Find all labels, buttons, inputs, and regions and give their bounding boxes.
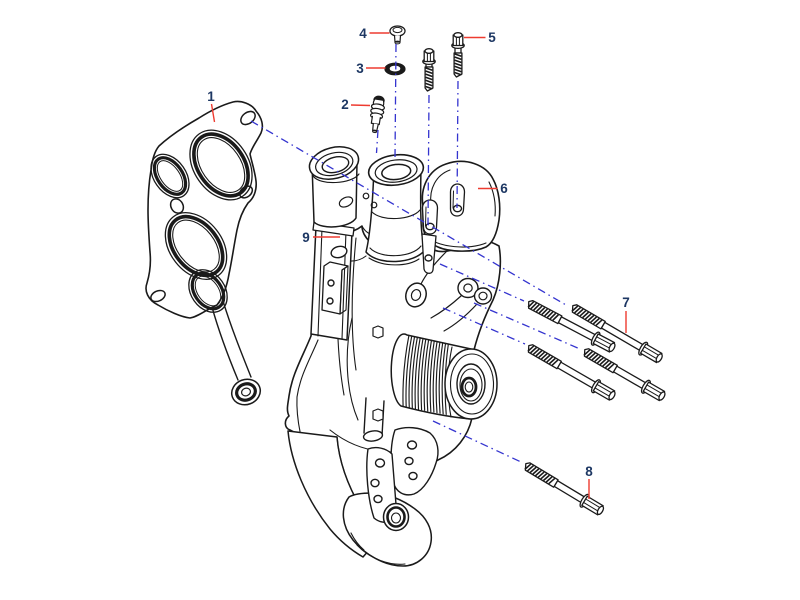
outlet-port bbox=[365, 153, 426, 263]
callout-3: 3 bbox=[356, 61, 386, 76]
callout-5: 5 bbox=[464, 30, 496, 45]
callout-label: 8 bbox=[585, 464, 593, 479]
callout-label: 4 bbox=[359, 26, 367, 41]
axis-line bbox=[442, 307, 526, 345]
side-bracket bbox=[310, 221, 355, 341]
plug-bolt-drawing bbox=[389, 25, 406, 45]
seal-washer-drawing bbox=[384, 62, 406, 76]
inlet-port bbox=[308, 146, 360, 228]
pulley-drawing bbox=[390, 333, 498, 420]
pulley-groove-line bbox=[429, 340, 435, 413]
callout-1: 1 bbox=[207, 89, 216, 123]
axis-line bbox=[427, 94, 430, 225]
callout-label: 9 bbox=[302, 230, 310, 245]
gasket-port-openings bbox=[150, 129, 253, 313]
pulley-groove-line bbox=[438, 342, 444, 414]
short-hex-bolt-drawing bbox=[422, 48, 436, 92]
axis-line bbox=[394, 43, 397, 159]
bolt-bosses bbox=[405, 251, 493, 332]
callout-label: 3 bbox=[356, 61, 364, 76]
pulley-grooves bbox=[402, 334, 449, 415]
axis-line bbox=[375, 129, 379, 154]
hex-bolt-drawing bbox=[583, 348, 666, 402]
leader-line bbox=[210, 103, 216, 123]
gasket-drawing bbox=[145, 100, 264, 406]
thermostat-housing-drawing bbox=[421, 160, 501, 274]
callout-label: 6 bbox=[500, 181, 508, 196]
pulley-groove-line bbox=[402, 334, 410, 407]
pivot-boss bbox=[382, 502, 410, 532]
bolts-layer bbox=[422, 32, 666, 516]
pulley-groove-line bbox=[408, 336, 416, 409]
gasket-bolt-holes bbox=[150, 110, 256, 303]
pulley-groove-line bbox=[423, 339, 430, 411]
outlet-tube bbox=[362, 397, 385, 442]
callouts-layer: 1 2 3 4 5 6 7 8 9 bbox=[207, 26, 630, 499]
callout-7: 7 bbox=[622, 295, 630, 333]
callout-label: 1 bbox=[207, 89, 215, 104]
pulley-groove-line bbox=[432, 341, 438, 413]
bleeder-screw-drawing bbox=[369, 95, 385, 134]
pulley-groove-line bbox=[420, 338, 427, 411]
pulley-groove-line bbox=[435, 341, 441, 414]
callout-2: 2 bbox=[341, 97, 371, 112]
hex-bolt-drawing bbox=[527, 299, 616, 353]
axis-line bbox=[456, 80, 459, 209]
axis-line bbox=[439, 263, 525, 302]
axis-lines-layer bbox=[250, 43, 581, 463]
pulley-groove-line bbox=[414, 337, 421, 410]
small-parts bbox=[369, 25, 406, 134]
leader-line bbox=[350, 104, 371, 107]
callout-6: 6 bbox=[478, 181, 508, 196]
pulley-groove-line bbox=[411, 336, 418, 409]
pulley-groove-line bbox=[417, 337, 424, 410]
pulley-groove-line bbox=[441, 342, 447, 415]
gasket-tail bbox=[211, 300, 262, 406]
hex-bolt-drawing bbox=[571, 304, 663, 364]
pulley-groove-line bbox=[426, 339, 433, 412]
axis-line bbox=[473, 302, 581, 350]
callout-label: 5 bbox=[488, 30, 496, 45]
hex-bolt-drawing bbox=[524, 462, 605, 516]
callout-label: 2 bbox=[341, 97, 349, 112]
callout-label: 7 bbox=[622, 295, 630, 310]
pulley-groove-line bbox=[405, 335, 413, 408]
mounting-plates bbox=[366, 426, 439, 524]
body-hex-bolts bbox=[338, 192, 384, 422]
short-hex-bolt-drawing bbox=[451, 32, 465, 78]
water-pump-housing-drawing bbox=[284, 146, 502, 567]
axis-line bbox=[250, 120, 567, 306]
callout-8: 8 bbox=[585, 464, 593, 499]
callout-4: 4 bbox=[359, 26, 390, 41]
callout-9: 9 bbox=[302, 230, 340, 245]
hex-bolt-drawing bbox=[527, 344, 616, 401]
